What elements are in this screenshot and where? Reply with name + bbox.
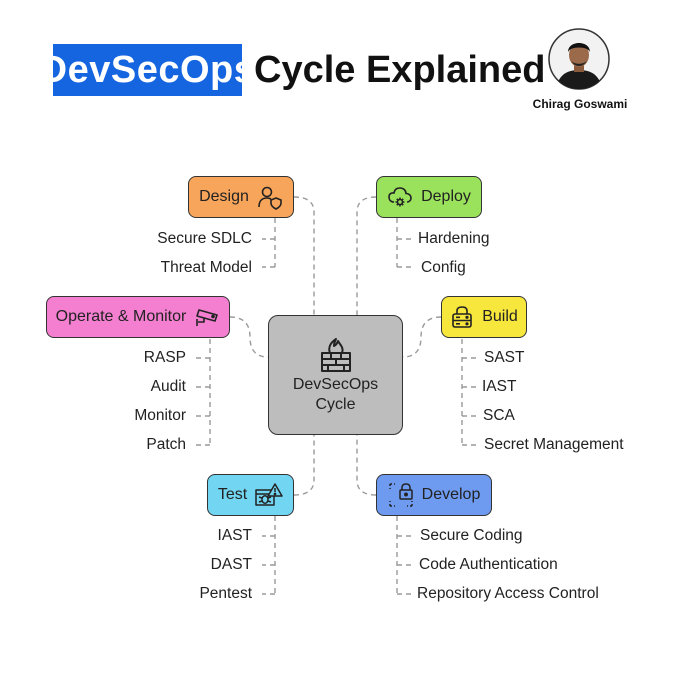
center-node: DevSecOps Cycle (268, 315, 403, 435)
code-lock-icon (388, 483, 413, 507)
operate-item-3: Monitor (134, 407, 186, 424)
stage-build[interactable]: Build (441, 296, 527, 338)
avatar (548, 28, 610, 90)
build-item-1: SAST (484, 349, 525, 366)
develop-item-1: Secure Coding (420, 527, 523, 544)
stage-deploy-label: Deploy (421, 188, 471, 205)
user-shield-icon (258, 186, 282, 210)
deploy-item-2: Config (421, 259, 466, 276)
stage-design[interactable]: Design (188, 176, 294, 218)
stage-design-label: Design (199, 188, 249, 205)
build-item-3: SCA (483, 407, 515, 424)
build-item-2: IAST (482, 378, 517, 395)
stage-operate-monitor[interactable]: Operate & Monitor (46, 296, 230, 338)
cloud-gear-icon (388, 187, 412, 207)
operate-item-2: Audit (150, 378, 186, 395)
build-item-4: Secret Management (484, 436, 624, 453)
develop-item-2: Code Authentication (419, 556, 558, 573)
test-item-3: Pentest (199, 585, 252, 602)
stage-develop-label: Develop (421, 486, 481, 503)
design-item-2: Threat Model (160, 259, 252, 276)
stage-deploy[interactable]: Deploy (376, 176, 482, 218)
test-item-1: IAST (217, 527, 252, 544)
stage-develop[interactable]: Develop (376, 474, 492, 516)
stage-test-label: Test (217, 486, 248, 503)
center-label-line2: Cycle (315, 396, 356, 413)
bug-warning-icon (255, 483, 283, 506)
stage-build-label: Build (482, 308, 518, 325)
stage-test[interactable]: Test (207, 474, 294, 516)
title-text: Cycle Explained (254, 48, 546, 91)
operate-item-4: Patch (146, 436, 186, 453)
lock-server-icon (452, 306, 473, 328)
author-name: Chirag Goswami (532, 97, 628, 111)
operate-item-1: RASP (143, 349, 186, 366)
develop-item-3: Repository Access Control (417, 585, 599, 602)
stage-operate-label: Operate & Monitor (55, 308, 187, 325)
firewall-icon (320, 338, 351, 372)
design-item-1: Secure SDLC (157, 230, 252, 247)
center-label-line1: DevSecOps (292, 376, 379, 393)
security-camera-icon (196, 309, 219, 326)
title-highlight: DevSecOps (40, 44, 255, 96)
test-item-2: DAST (210, 556, 252, 573)
deploy-item-1: Hardening (418, 230, 490, 247)
